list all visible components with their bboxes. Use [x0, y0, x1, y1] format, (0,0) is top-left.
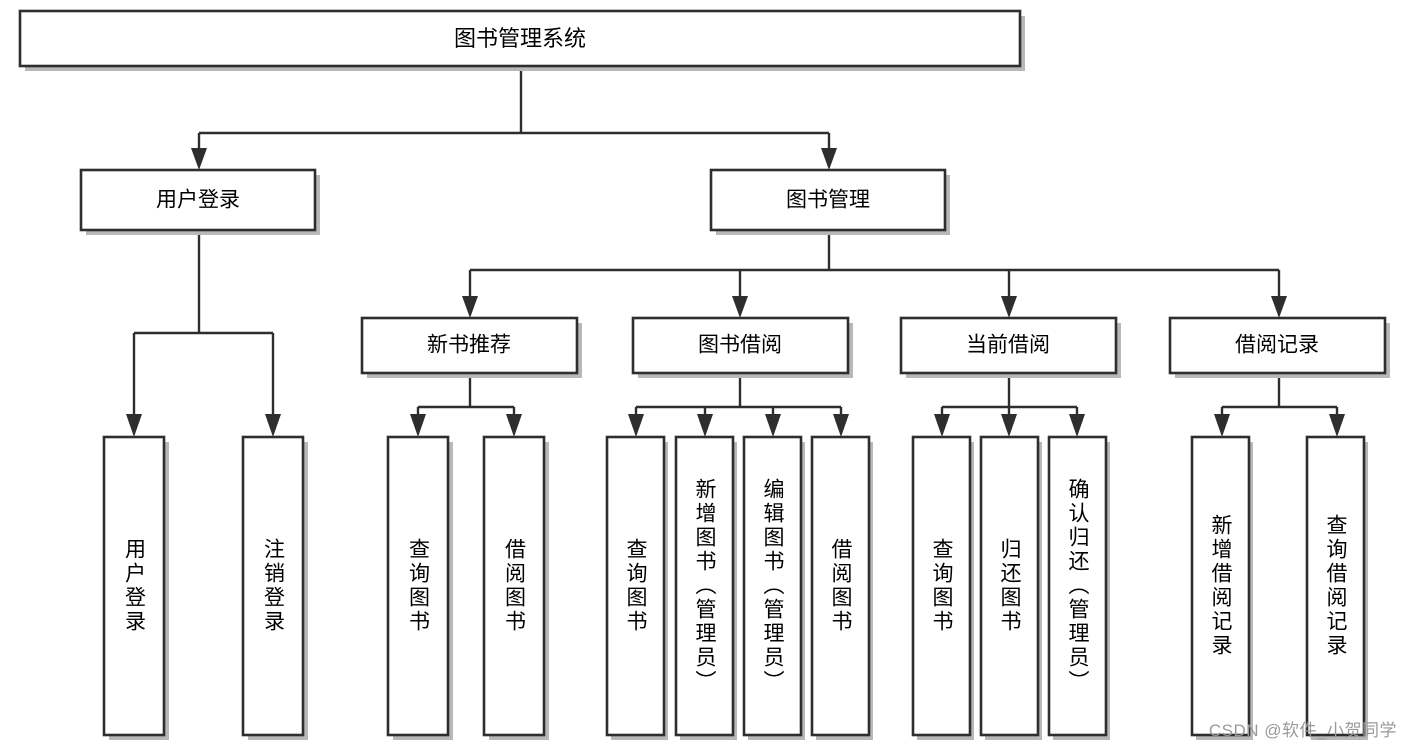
- arrow-head-book-management: [821, 148, 837, 170]
- arrow-head-user-login: [191, 148, 207, 170]
- node-new-book-recommend-label: 新书推荐: [427, 334, 511, 357]
- node-leaf-query-record[interactable]: [1305, 435, 1368, 740]
- node-leaf-borrow-book-1-box[interactable]: [482, 435, 546, 737]
- arrow-head-leaf-add-record: [1214, 414, 1230, 437]
- node-current-borrow-box[interactable]: [899, 316, 1118, 375]
- node-leaf-borrow-book-2[interactable]: [810, 435, 873, 740]
- arrow-head-leaf-user-login: [126, 414, 142, 437]
- node-leaf-user-login-box[interactable]: [102, 435, 166, 737]
- node-leaf-edit-book-box[interactable]: [742, 435, 803, 737]
- node-leaf-user-login[interactable]: [102, 435, 169, 740]
- arrow-head-new-book-recommend: [462, 296, 478, 318]
- node-leaf-return-book-box[interactable]: [979, 435, 1040, 737]
- node-user-login[interactable]: 用户登录: [79, 168, 320, 235]
- node-leaf-query-book-2[interactable]: [605, 435, 668, 740]
- node-current-borrow[interactable]: 当前借阅: [899, 316, 1121, 378]
- node-user-login-label: 用户登录: [156, 189, 240, 212]
- node-leaf-query-book-1-box[interactable]: [386, 435, 450, 737]
- node-leaf-edit-book[interactable]: [742, 435, 805, 740]
- arrow-head-current-borrow: [1001, 296, 1017, 318]
- node-leaf-borrow-book-1[interactable]: [482, 435, 549, 740]
- node-leaf-logout-login-box[interactable]: [241, 435, 305, 737]
- arrow-head-book-borrow: [732, 296, 748, 318]
- node-leaf-borrow-book-2-box[interactable]: [810, 435, 871, 737]
- node-leaf-query-record-box[interactable]: [1305, 435, 1366, 737]
- arrow-head-leaf-add-book: [697, 414, 713, 437]
- arrow-head-leaf-borrow-book-2: [833, 414, 849, 437]
- node-leaf-add-book[interactable]: [674, 435, 737, 740]
- node-borrow-record-box[interactable]: [1168, 316, 1387, 375]
- connector-group-book-management: [462, 232, 1287, 318]
- node-borrow-record-label: 借阅记录: [1235, 334, 1319, 357]
- node-new-book-recommend[interactable]: 新书推荐: [360, 316, 582, 378]
- arrow-head-leaf-return-book: [1001, 414, 1017, 437]
- node-book-management-box[interactable]: [709, 168, 947, 232]
- node-book-management[interactable]: 图书管理: [709, 168, 950, 235]
- node-leaf-query-book-2-box[interactable]: [605, 435, 666, 737]
- arrow-head-leaf-query-book-2: [628, 414, 644, 437]
- connector-group-user-login: [126, 232, 281, 437]
- connector-group-borrow-record: [1214, 375, 1345, 437]
- node-leaf-query-book-3[interactable]: [911, 435, 974, 740]
- node-root[interactable]: 图书管理系统: [18, 9, 1025, 71]
- node-leaf-add-book-box[interactable]: [674, 435, 735, 737]
- connector-group-root: [191, 68, 837, 170]
- arrow-head-leaf-query-book-1: [410, 414, 426, 437]
- node-current-borrow-label: 当前借阅: [966, 334, 1050, 357]
- node-book-borrow-box[interactable]: [631, 316, 850, 375]
- csdn-watermark: CSDN @软件_小贺同学: [1208, 721, 1397, 740]
- arrow-head-borrow-record: [1271, 296, 1287, 318]
- node-leaf-query-book-3-box[interactable]: [911, 435, 972, 737]
- connector-group-book-borrow: [628, 375, 849, 437]
- arrow-head-leaf-query-record: [1329, 414, 1345, 437]
- arrow-head-leaf-logout-login: [265, 414, 281, 437]
- node-book-borrow[interactable]: 图书借阅: [631, 316, 853, 378]
- arrow-head-leaf-edit-book: [765, 414, 781, 437]
- node-leaf-return-book[interactable]: [979, 435, 1042, 740]
- arrow-head-leaf-query-book-3: [934, 414, 950, 437]
- node-book-management-label: 图书管理: [786, 189, 870, 212]
- connector-group-new-book-recommend: [410, 375, 522, 437]
- node-leaf-confirm-return-box[interactable]: [1047, 435, 1108, 737]
- node-root-label: 图书管理系统: [454, 26, 586, 51]
- connector-group-current-borrow: [934, 375, 1085, 437]
- node-root-box[interactable]: [18, 9, 1022, 68]
- node-borrow-record[interactable]: 借阅记录: [1168, 316, 1390, 378]
- node-leaf-query-book-1[interactable]: [386, 435, 453, 740]
- node-leaf-add-record[interactable]: [1190, 435, 1253, 740]
- arrow-head-leaf-borrow-book-1: [506, 414, 522, 437]
- node-leaf-add-record-box[interactable]: [1190, 435, 1251, 737]
- node-book-borrow-label: 图书借阅: [698, 334, 782, 357]
- node-leaf-logout-login[interactable]: [241, 435, 308, 740]
- arrow-head-leaf-confirm-return: [1069, 414, 1085, 437]
- node-new-book-recommend-box[interactable]: [360, 316, 579, 375]
- node-user-login-box[interactable]: [79, 168, 317, 232]
- node-leaf-confirm-return[interactable]: [1047, 435, 1110, 740]
